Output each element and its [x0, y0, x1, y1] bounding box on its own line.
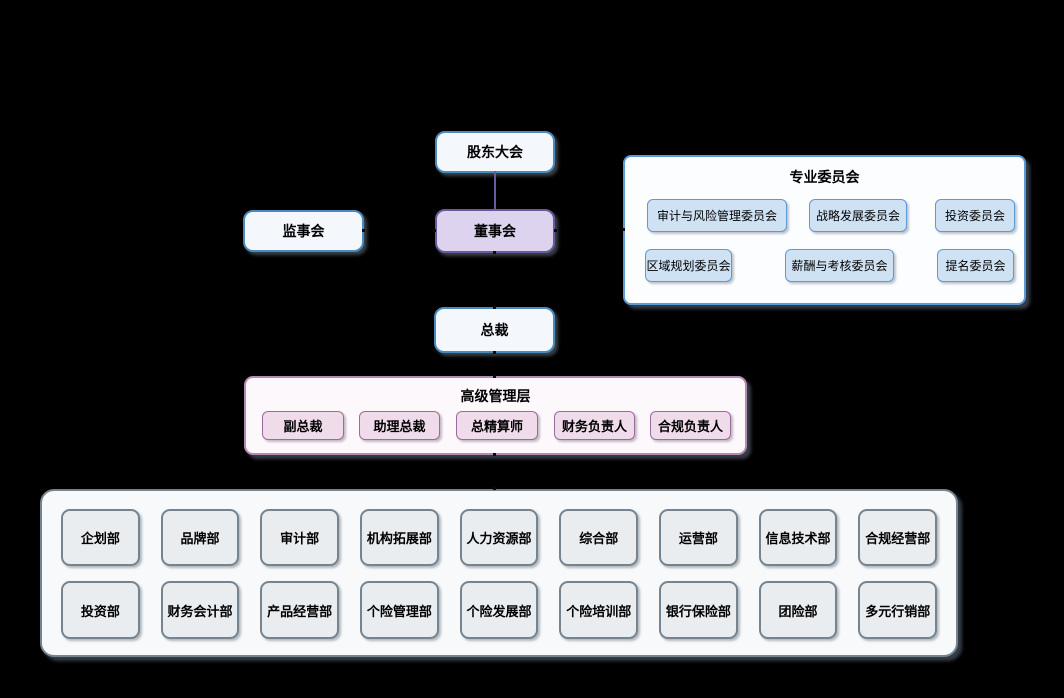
- dept-information-technology[interactable]: 信息技术部: [758, 509, 838, 566]
- connection-point-dot: [622, 228, 625, 231]
- dept-group-insurance[interactable]: 团险部: [758, 581, 838, 639]
- connection-point-dot: [493, 351, 496, 354]
- dept-individual-insurance-admin[interactable]: 个险管理部: [360, 581, 439, 639]
- committee-strategic-development[interactable]: 战略发展委员会: [809, 199, 907, 232]
- senior-vice-president[interactable]: 副总裁: [262, 411, 344, 440]
- committee-investment[interactable]: 投资委员会: [935, 199, 1015, 232]
- dept-compliance-operation[interactable]: 合规经营部: [858, 509, 938, 566]
- dept-planning[interactable]: 企划部: [61, 509, 140, 566]
- committees-group-title: 专业委员会: [789, 169, 860, 185]
- node-board-of-directors[interactable]: 董事会: [435, 209, 555, 253]
- departments-row-2: 投资部 财务会计部 产品经营部 个险管理部 个险发展部 个险培训部 银行保险部 …: [61, 581, 938, 639]
- senior-chief-actuary[interactable]: 总精算师: [456, 411, 538, 440]
- dept-operations[interactable]: 运营部: [659, 509, 738, 566]
- node-label: 股东大会: [467, 144, 523, 160]
- dept-audit[interactable]: 审计部: [260, 509, 340, 566]
- dept-branch-expansion[interactable]: 机构拓展部: [360, 509, 439, 566]
- dept-individual-insurance-training[interactable]: 个险培训部: [559, 581, 639, 639]
- connection-point-dot: [362, 229, 365, 232]
- dept-bancassurance[interactable]: 银行保险部: [659, 581, 738, 639]
- dept-product-management[interactable]: 产品经营部: [260, 581, 340, 639]
- senior-management-title: 高级管理层: [460, 388, 531, 404]
- node-label: 监事会: [282, 223, 325, 239]
- committee-regional-planning[interactable]: 区域规划委员会: [645, 249, 732, 282]
- connection-point-dot: [433, 229, 436, 232]
- committee-compensation-assessment[interactable]: 薪酬与考核委员会: [785, 249, 894, 282]
- dept-individual-insurance-development[interactable]: 个险发展部: [459, 581, 539, 639]
- departments-rows: 企划部 品牌部 审计部 机构拓展部 人力资源部 综合部 运营部 信息技术部 合规…: [42, 491, 956, 639]
- node-supervisory-board[interactable]: 监事会: [243, 210, 364, 252]
- connection-point-dot: [493, 487, 496, 490]
- dept-multi-channel-marketing[interactable]: 多元行销部: [858, 581, 938, 639]
- committee-nomination[interactable]: 提名委员会: [937, 249, 1014, 282]
- dept-investment[interactable]: 投资部: [61, 581, 140, 639]
- senior-assistant-president[interactable]: 助理总裁: [359, 411, 440, 440]
- departments-row-1: 企划部 品牌部 审计部 机构拓展部 人力资源部 综合部 运营部 信息技术部 合规…: [61, 509, 938, 566]
- connector-shareholders-to-board[interactable]: [494, 171, 496, 210]
- senior-management-group[interactable]: 高级管理层 副总裁 助理总裁 总精算师 财务负责人 合规负责人: [244, 376, 747, 455]
- connection-point-dot: [554, 229, 557, 232]
- node-president[interactable]: 总裁: [434, 307, 555, 353]
- connection-point-dot: [493, 453, 496, 456]
- senior-compliance-head[interactable]: 合规负责人: [650, 411, 731, 440]
- departments-group[interactable]: 企划部 品牌部 审计部 机构拓展部 人力资源部 综合部 运营部 信息技术部 合规…: [40, 489, 958, 657]
- connection-point-dot: [493, 251, 496, 254]
- senior-finance-head[interactable]: 财务负责人: [554, 411, 635, 440]
- committee-audit-risk-management[interactable]: 审计与风险管理委员会: [647, 199, 787, 232]
- dept-human-resources[interactable]: 人力资源部: [459, 509, 539, 566]
- dept-general-affairs[interactable]: 综合部: [559, 509, 639, 566]
- dept-brand[interactable]: 品牌部: [160, 509, 240, 566]
- node-label: 董事会: [474, 223, 516, 239]
- connection-point-dot: [493, 306, 496, 309]
- node-label: 总裁: [480, 322, 509, 338]
- committees-group[interactable]: 专业委员会 审计与风险管理委员会 战略发展委员会 投资委员会 区域规划委员会 薪…: [623, 155, 1026, 305]
- dept-finance-accounting[interactable]: 财务会计部: [160, 581, 240, 639]
- connection-point-dot: [493, 375, 496, 378]
- node-shareholders-meeting[interactable]: 股东大会: [435, 131, 555, 173]
